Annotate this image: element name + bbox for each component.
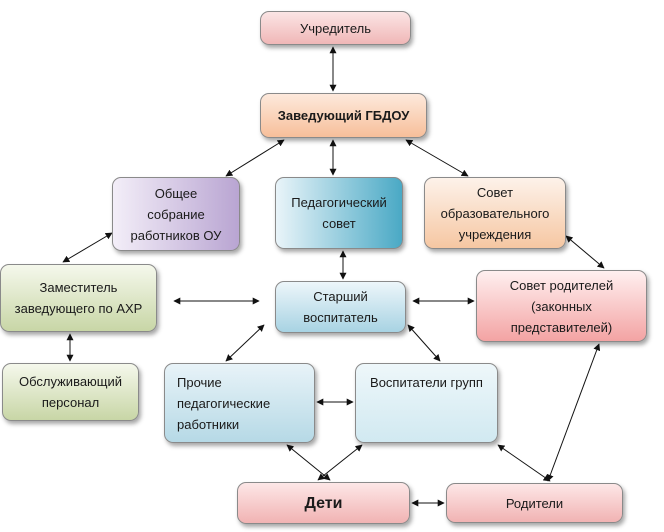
- node-deputy: Заместитель заведующего по АХР: [0, 264, 157, 332]
- node-head: Заведующий ГБДОУ: [260, 93, 427, 138]
- node-founder: Учредитель: [260, 11, 411, 45]
- arrow-educators-children: [317, 444, 363, 481]
- node-parents-council: Совет родителей (законных представителей…: [476, 270, 647, 342]
- arrow-head-assembly: [225, 139, 285, 177]
- arrow-educators-parents: [497, 444, 551, 482]
- node-parents-council-label: Совет родителей (законных представителей…: [509, 277, 614, 335]
- node-children: Дети: [237, 482, 410, 524]
- node-deputy-label: Заместитель заведующего по АХР: [14, 280, 143, 316]
- node-head-label: Заведующий ГБДОУ: [277, 108, 410, 123]
- node-parents-label: Родители: [505, 495, 564, 511]
- arrow-educouncil-parentscouncil: [565, 235, 605, 269]
- arrow-head-educouncil: [405, 139, 469, 177]
- node-founder-label: Учредитель: [299, 20, 372, 36]
- node-children-label: Дети: [304, 494, 343, 512]
- node-other-pedagogical: Прочие педагогические работники: [164, 363, 315, 443]
- arrow-otherped-children: [286, 444, 331, 481]
- node-group-educators: Воспитатели групп: [355, 363, 498, 443]
- node-general-assembly: Общее собрание работников ОУ: [112, 177, 240, 251]
- arrow-senior-educators: [407, 324, 441, 362]
- node-education-council-label: Совет образовательного учреждения: [440, 184, 550, 242]
- node-general-assembly-label: Общее собрание работников ОУ: [130, 185, 222, 243]
- arrow-assembly-deputy: [62, 232, 113, 263]
- node-senior-educator-label: Старший воспитатель: [303, 289, 378, 325]
- node-service-staff: Обслуживающий персонал: [2, 363, 139, 421]
- node-parents: Родители: [446, 483, 623, 523]
- node-pedagogical-council-label: Педагогический совет: [291, 195, 387, 231]
- node-service-staff-label: Обслуживающий персонал: [18, 374, 123, 410]
- arrow-parentscouncil-parents: [546, 343, 601, 482]
- node-other-pedagogical-label: Прочие педагогические работники: [177, 374, 271, 432]
- node-pedagogical-council: Педагогический совет: [275, 177, 403, 249]
- node-education-council: Совет образовательного учреждения: [424, 177, 566, 249]
- node-group-educators-label: Воспитатели групп: [370, 375, 483, 390]
- node-senior-educator: Старший воспитатель: [275, 281, 406, 333]
- arrow-senior-otherped: [225, 324, 265, 362]
